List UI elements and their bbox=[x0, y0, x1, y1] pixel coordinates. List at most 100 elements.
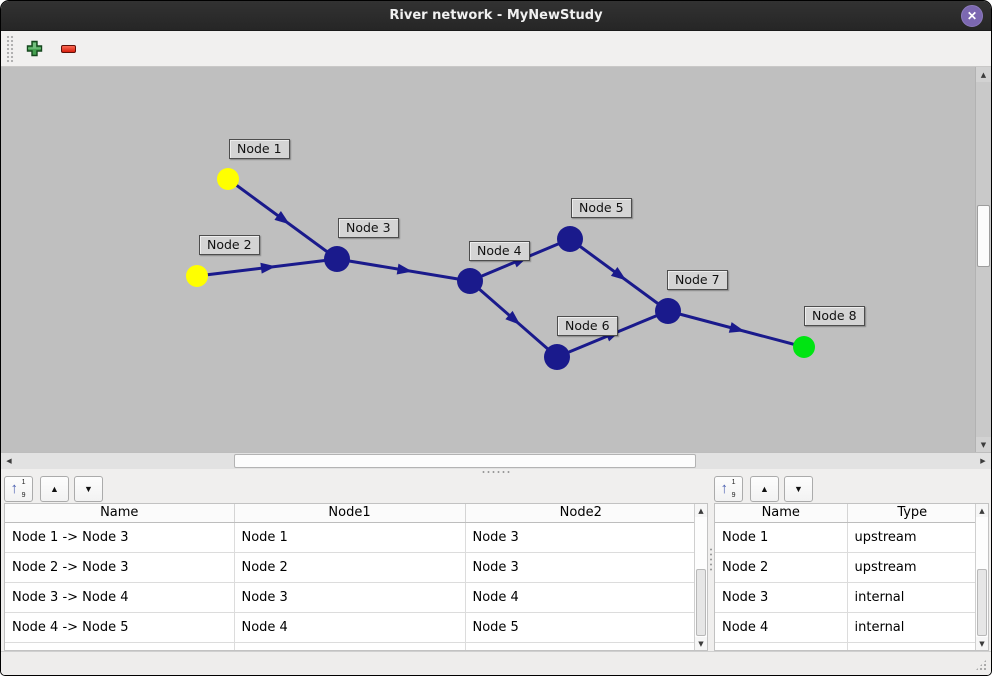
network-node[interactable] bbox=[457, 268, 483, 294]
edge-arrowhead-icon bbox=[274, 211, 290, 225]
table-cell[interactable] bbox=[234, 642, 466, 650]
table-cell[interactable]: Node 4 -> Node 5 bbox=[5, 612, 235, 643]
table-cell[interactable]: upstream bbox=[847, 552, 977, 583]
add-node-button[interactable] bbox=[24, 38, 45, 59]
scroll-up-icon[interactable]: ▲ bbox=[695, 504, 707, 517]
move-down-button[interactable]: ▼ bbox=[74, 476, 103, 502]
triangle-down-icon: ▼ bbox=[794, 484, 803, 494]
network-node[interactable] bbox=[186, 265, 208, 287]
table-cell[interactable]: Node 3 bbox=[715, 582, 848, 613]
triangle-down-icon: ▼ bbox=[84, 484, 93, 494]
column-header[interactable]: Node2 bbox=[465, 504, 696, 523]
canvas-vscroll-thumb[interactable] bbox=[977, 205, 990, 267]
scroll-down-icon[interactable]: ▼ bbox=[976, 637, 988, 650]
edges-toolbar: ↑ 1 9 ▲ ▼ bbox=[4, 475, 708, 503]
column-header[interactable]: Type bbox=[847, 504, 977, 523]
table-cell[interactable]: internal bbox=[847, 582, 977, 613]
table-cell[interactable]: internal bbox=[847, 612, 977, 643]
nodes-scroll-thumb[interactable] bbox=[977, 569, 987, 636]
network-node[interactable] bbox=[544, 344, 570, 370]
toolbar-grip-handle[interactable] bbox=[6, 34, 14, 63]
table-cell[interactable]: Node 2 bbox=[234, 552, 466, 583]
scroll-up-icon[interactable]: ▲ bbox=[976, 504, 988, 517]
network-node[interactable] bbox=[655, 298, 681, 324]
close-button[interactable]: ✕ bbox=[961, 5, 983, 27]
move-up-button[interactable]: ▲ bbox=[40, 476, 69, 502]
network-node[interactable] bbox=[793, 336, 815, 358]
table-cell[interactable]: upstream bbox=[847, 522, 977, 553]
scroll-up-icon[interactable]: ▲ bbox=[976, 67, 991, 82]
table-cell[interactable]: Node 3 bbox=[465, 522, 696, 553]
table-cell[interactable] bbox=[5, 642, 235, 650]
table-cell[interactable]: Node 1 bbox=[234, 522, 466, 553]
triangle-up-icon: ▲ bbox=[50, 484, 59, 494]
canvas-hscroll-thumb[interactable] bbox=[234, 454, 696, 468]
move-down-button[interactable]: ▼ bbox=[784, 476, 813, 502]
resize-grip-icon[interactable] bbox=[975, 659, 987, 671]
column-header[interactable]: Node1 bbox=[234, 504, 466, 523]
node-label[interactable]: Node 3 bbox=[338, 218, 399, 238]
table-cell[interactable]: Node 3 -> Node 4 bbox=[5, 582, 235, 613]
column-header[interactable]: Name bbox=[5, 504, 235, 523]
node-label[interactable]: Node 5 bbox=[571, 198, 632, 218]
node-label[interactable]: Node 7 bbox=[667, 270, 728, 290]
nodes-table-scrollbar[interactable]: ▲ ▼ bbox=[975, 504, 988, 650]
node-label[interactable]: Node 6 bbox=[557, 316, 618, 336]
edge-arrowhead-icon bbox=[610, 267, 627, 281]
network-node[interactable] bbox=[324, 246, 350, 272]
scroll-left-icon[interactable]: ◀ bbox=[1, 453, 17, 469]
scroll-down-icon[interactable]: ▼ bbox=[976, 437, 991, 452]
sort-ascending-icon: ↑ 1 9 bbox=[10, 479, 26, 499]
table-cell[interactable]: Node 3 bbox=[234, 582, 466, 613]
table-cell[interactable]: Node 4 bbox=[715, 612, 848, 643]
table-cell[interactable]: Node 2 -> Node 3 bbox=[5, 552, 235, 583]
table-cell[interactable]: Node 1 -> Node 3 bbox=[5, 522, 235, 553]
scroll-right-icon[interactable]: ▶ bbox=[975, 453, 991, 469]
scroll-down-icon[interactable]: ▼ bbox=[695, 637, 707, 650]
node-label[interactable]: Node 1 bbox=[229, 139, 290, 159]
tables-vertical-splitter[interactable] bbox=[708, 475, 714, 651]
sort-ascending-button[interactable]: ↑ 1 9 bbox=[714, 476, 743, 502]
network-node[interactable] bbox=[217, 168, 239, 190]
table-row[interactable] bbox=[715, 642, 977, 650]
edges-table-scrollbar[interactable]: ▲ ▼ bbox=[694, 504, 707, 650]
canvas-vertical-scrollbar[interactable]: ▲ ▼ bbox=[975, 67, 991, 452]
panel-splitter[interactable] bbox=[1, 469, 991, 475]
table-cell[interactable]: Node 5 bbox=[465, 612, 696, 643]
column-header[interactable]: Name bbox=[715, 504, 848, 523]
table-row[interactable] bbox=[5, 642, 696, 650]
node-label[interactable]: Node 2 bbox=[199, 235, 260, 255]
node-label[interactable]: Node 8 bbox=[804, 306, 865, 326]
table-cell[interactable]: Node 4 bbox=[234, 612, 466, 643]
network-node[interactable] bbox=[557, 226, 583, 252]
table-cell[interactable] bbox=[715, 642, 848, 650]
titlebar[interactable]: River network - MyNewStudy ✕ bbox=[1, 1, 991, 31]
node-label[interactable]: Node 4 bbox=[469, 241, 530, 261]
edges-scroll-thumb[interactable] bbox=[696, 569, 706, 636]
table-cell[interactable]: Node 2 bbox=[715, 552, 848, 583]
move-up-button[interactable]: ▲ bbox=[750, 476, 779, 502]
river-network-canvas[interactable]: Node 1 Node 2 Node 3 Node 4 Node 5 Node 6 Node… bbox=[1, 67, 975, 452]
table-cell[interactable]: Node 1 bbox=[715, 522, 848, 553]
table-cell[interactable]: Node 3 bbox=[465, 552, 696, 583]
nodes-toolbar: ↑ 1 9 ▲ ▼ bbox=[714, 475, 989, 503]
table-cell[interactable] bbox=[465, 642, 696, 650]
remove-node-button[interactable] bbox=[59, 43, 78, 55]
plus-icon bbox=[26, 40, 43, 57]
canvas-horizontal-scrollbar[interactable]: ◀ ▶ bbox=[1, 452, 991, 469]
triangle-up-icon: ▲ bbox=[760, 484, 769, 494]
table-cell[interactable]: Node 4 bbox=[465, 582, 696, 613]
sort-ascending-button[interactable]: ↑ 1 9 bbox=[4, 476, 33, 502]
table-cell[interactable] bbox=[847, 642, 977, 650]
